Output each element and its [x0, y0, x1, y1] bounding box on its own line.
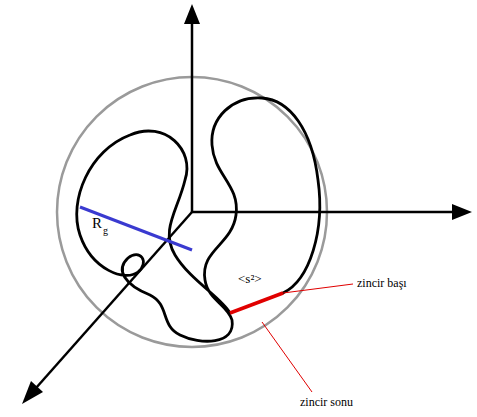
- radius-subscript: g: [103, 226, 108, 236]
- z-axis: [191, 22, 194, 212]
- axis-arrowhead: [22, 381, 43, 404]
- end-to-end-segment: [230, 293, 283, 313]
- polymer-chain: [77, 98, 320, 341]
- radius-symbol: R: [92, 216, 102, 231]
- gyration-radius-line: [80, 207, 192, 250]
- mean-square-distance-label: <s²>: [238, 272, 262, 285]
- axis-arrowhead: [452, 204, 472, 220]
- leader-line: [262, 322, 312, 392]
- leader-line: [283, 284, 353, 293]
- chain-start-label: zincir başı: [357, 277, 407, 289]
- axis-arrowhead: [184, 4, 200, 24]
- chain-end-label: zincir sonu: [300, 396, 353, 408]
- x-axis: [192, 211, 452, 214]
